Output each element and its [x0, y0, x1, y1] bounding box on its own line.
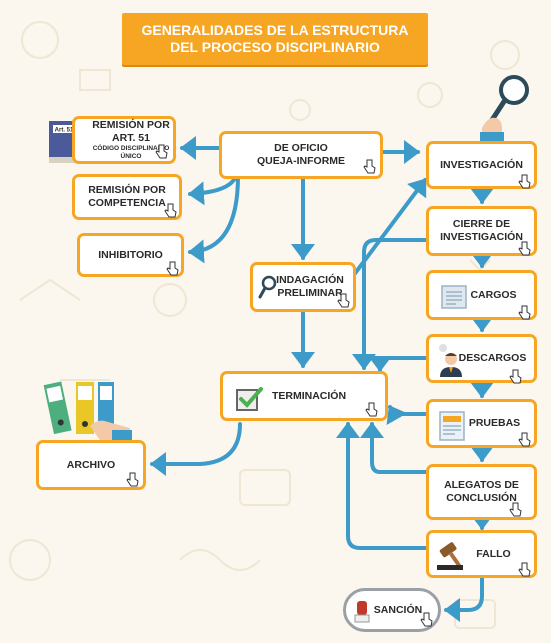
- hand-cursor-icon: [166, 261, 179, 276]
- hand-cursor-icon: [363, 159, 376, 174]
- node-descargos-label: DESCARGOS: [458, 352, 527, 364]
- checkmark-box-icon: [236, 387, 263, 411]
- node-investigacion[interactable]: INVESTIGACIÓN: [426, 141, 537, 189]
- node-indagacion-line2: PRELIMINAR: [277, 287, 343, 299]
- node-remision-art51-line1: REMISIÓN POR: [92, 119, 170, 131]
- node-indagacion-line1: INDAGACIÓN: [276, 274, 344, 286]
- node-cargos-label: CARGOS: [470, 288, 517, 301]
- node-alegatos-line1: ALEGATOS DE: [444, 479, 519, 491]
- hand-cursor-icon: [509, 502, 522, 517]
- node-cierre-line2: INVESTIGACIÓN: [440, 231, 523, 243]
- node-cargos[interactable]: CARGOS: [426, 270, 537, 320]
- hand-cursor-icon: [518, 562, 531, 577]
- gavel-icon: [437, 542, 463, 570]
- node-de-oficio-line1: DE OFICIO: [274, 142, 328, 154]
- hand-cursor-icon: [518, 305, 531, 320]
- node-descargos[interactable]: DESCARGOS: [426, 334, 537, 383]
- hand-cursor-icon: [518, 432, 531, 447]
- hand-cursor-icon: [155, 144, 168, 159]
- hand-cursor-icon: [337, 293, 350, 308]
- node-inhibitorio-label: INHIBITORIO: [98, 248, 163, 261]
- binders-icon: [43, 381, 132, 444]
- node-remision-art51-sub1: CÓDIGO DISCIPLINARIO: [92, 145, 170, 152]
- node-inhibitorio[interactable]: INHIBITORIO: [77, 233, 184, 277]
- document-icon: [441, 285, 467, 309]
- node-archivo-label: ARCHIVO: [66, 458, 116, 471]
- person-speaking-icon: [439, 344, 462, 377]
- title-line-1: GENERALIDADES DE LA ESTRUCTURA: [141, 22, 409, 38]
- node-de-oficio-line2: QUEJA-INFORME: [256, 155, 346, 167]
- hand-cursor-icon: [420, 612, 433, 627]
- node-cierre-investigacion[interactable]: CIERRE DE INVESTIGACIÓN: [426, 206, 537, 256]
- node-alegatos-line2: CONCLUSIÓN: [446, 492, 517, 504]
- node-terminacion[interactable]: TERMINACIÓN: [220, 371, 388, 421]
- svg-text:Art. 51: Art. 51: [55, 128, 74, 134]
- hand-cursor-icon: [164, 203, 177, 218]
- hand-cursor-icon: [509, 369, 522, 384]
- node-cierre-line1: CIERRE DE: [452, 218, 511, 230]
- evidence-form-icon: [439, 411, 465, 441]
- stamp-icon: [354, 601, 370, 623]
- title-banner: GENERALIDADES DE LA ESTRUCTURA DEL PROCE…: [122, 13, 428, 65]
- node-remision-art51-sub2: ÚNICO: [120, 153, 142, 160]
- hand-cursor-icon: [365, 402, 378, 417]
- node-remision-competencia[interactable]: REMISIÓN POR COMPETENCIA: [72, 174, 182, 220]
- node-investigacion-label: INVESTIGACIÓN: [440, 158, 523, 171]
- node-remision-competencia-line2: COMPETENCIA: [88, 197, 166, 209]
- node-pruebas[interactable]: PRUEBAS: [426, 399, 537, 448]
- node-sancion-label: SANCIÓN: [373, 603, 423, 616]
- node-remision-art51-line2: ART. 51: [112, 132, 150, 144]
- hand-cursor-icon: [518, 241, 531, 256]
- node-terminacion-label: TERMINACIÓN: [271, 389, 347, 402]
- node-indagacion-preliminar[interactable]: INDAGACIÓN PRELIMINAR: [250, 262, 356, 312]
- node-de-oficio[interactable]: DE OFICIO QUEJA-INFORME: [219, 131, 383, 179]
- node-fallo-label: FALLO: [476, 547, 511, 560]
- magnifier-icon: [258, 275, 277, 299]
- title-line-2: DEL PROCESO DISCIPLINARIO: [170, 39, 380, 55]
- node-fallo[interactable]: FALLO: [426, 530, 537, 578]
- node-remision-competencia-line1: REMISIÓN POR: [88, 184, 166, 196]
- node-pruebas-label: PRUEBAS: [468, 417, 521, 429]
- hand-cursor-icon: [126, 472, 139, 487]
- magnifier-hand-icon: [480, 75, 529, 142]
- hand-cursor-icon: [518, 174, 531, 189]
